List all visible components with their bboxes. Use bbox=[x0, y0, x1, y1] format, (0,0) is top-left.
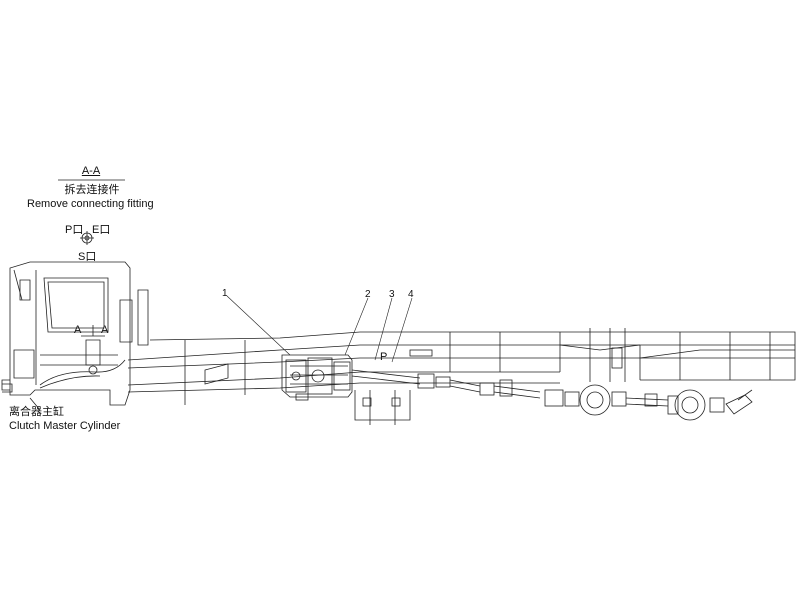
valve-section-symbol bbox=[80, 231, 94, 245]
frame-rail bbox=[127, 328, 796, 405]
callout-2: 2 bbox=[365, 289, 371, 300]
drive-shaft bbox=[351, 369, 541, 399]
middle-axle bbox=[544, 384, 669, 416]
leader-lines bbox=[226, 295, 413, 363]
callout-3: 3 bbox=[389, 289, 395, 300]
front-tow-hook bbox=[2, 383, 13, 393]
port-p-label: P口 bbox=[65, 224, 84, 236]
clutch-master-cylinder bbox=[29, 325, 126, 411]
port-e-label: E口 bbox=[92, 224, 111, 236]
transmission bbox=[281, 354, 353, 401]
frame-bracket bbox=[354, 390, 411, 425]
callout-1: 1 bbox=[222, 288, 228, 299]
section-title: A-A bbox=[81, 165, 101, 177]
cab bbox=[1, 261, 149, 406]
part-label-cn: 离合器主缸 bbox=[9, 406, 64, 418]
valve-marker-p: P bbox=[380, 351, 388, 363]
callout-4: 4 bbox=[408, 289, 414, 300]
port-s-label: S口 bbox=[78, 251, 97, 263]
section-marker-a-left: A bbox=[74, 324, 82, 336]
section-marker-a-right: A bbox=[101, 324, 109, 336]
rear-axle bbox=[667, 389, 753, 421]
section-title-cn: 拆去连接件 bbox=[64, 184, 120, 196]
section-subtitle: Remove connecting fitting bbox=[27, 198, 154, 210]
part-label-en: Clutch Master Cylinder bbox=[9, 420, 121, 432]
